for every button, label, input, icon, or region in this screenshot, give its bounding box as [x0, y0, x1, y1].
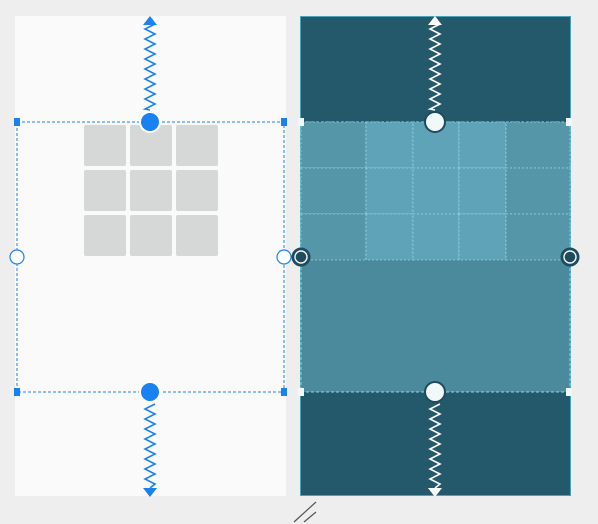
top-anchor-icon[interactable]	[139, 111, 161, 133]
grid-cell[interactable]	[176, 125, 218, 166]
blueprint-top-right-resize-handle-icon[interactable]	[566, 118, 572, 126]
grid-cell[interactable]	[84, 125, 126, 166]
top-right-resize-handle-icon[interactable]	[281, 118, 287, 126]
blueprint-grid-cell[interactable]	[458, 167, 507, 215]
left-anchor-icon[interactable]	[9, 249, 25, 265]
design-grid-layout	[84, 125, 218, 256]
blueprint-grid-cell[interactable]	[300, 213, 367, 261]
blueprint-grid-cell[interactable]	[458, 213, 507, 261]
right-anchor-icon[interactable]	[276, 249, 292, 265]
arrow-down-icon	[143, 488, 157, 497]
blueprint-top-left-resize-handle-icon[interactable]	[298, 118, 304, 126]
blueprint-grid-cell[interactable]	[505, 213, 571, 261]
bottom-left-resize-handle-icon[interactable]	[14, 388, 20, 396]
blueprint-bottom-left-resize-handle-icon[interactable]	[298, 388, 304, 396]
blueprint-grid-cell[interactable]	[300, 121, 367, 169]
blueprint-grid-cell[interactable]	[505, 167, 571, 215]
blueprint-bottom-constraint-spring-icon[interactable]	[428, 403, 442, 497]
diagonal-resize-grip-icon[interactable]	[293, 501, 317, 523]
blueprint-bottom-right-resize-handle-icon[interactable]	[566, 388, 572, 396]
blueprint-grid-cell[interactable]	[365, 167, 414, 215]
bottom-constraint-spring-icon[interactable]	[143, 403, 157, 497]
bottom-anchor-icon[interactable]	[139, 381, 161, 403]
bottom-right-resize-handle-icon[interactable]	[281, 388, 287, 396]
blueprint-grid-cell[interactable]	[365, 121, 414, 169]
blueprint-bottom-anchor-icon[interactable]	[424, 381, 446, 403]
blueprint-grid-layout	[300, 121, 571, 261]
blueprint-grid-cell[interactable]	[300, 167, 367, 215]
blueprint-arrow-up-icon	[428, 16, 442, 25]
top-constraint-spring-icon[interactable]	[142, 16, 157, 111]
grid-cell[interactable]	[84, 215, 126, 256]
blueprint-top-anchor-icon[interactable]	[424, 111, 446, 133]
blueprint-arrow-down-icon	[428, 488, 442, 497]
grid-cell[interactable]	[130, 170, 172, 211]
grid-cell[interactable]	[176, 170, 218, 211]
top-left-resize-handle-icon[interactable]	[14, 118, 20, 126]
blueprint-grid-cell[interactable]	[412, 167, 460, 215]
grid-cell[interactable]	[84, 170, 126, 211]
grid-cell[interactable]	[130, 215, 172, 256]
blueprint-grid-cell[interactable]	[505, 121, 571, 169]
blueprint-grid-cell[interactable]	[458, 121, 507, 169]
grid-cell[interactable]	[176, 215, 218, 256]
grid-cell[interactable]	[130, 125, 172, 166]
blueprint-grid-cell[interactable]	[412, 213, 460, 261]
arrow-up-icon	[143, 16, 157, 25]
blueprint-grid-cell[interactable]	[365, 213, 414, 261]
blueprint-top-constraint-spring-icon[interactable]	[427, 16, 442, 111]
